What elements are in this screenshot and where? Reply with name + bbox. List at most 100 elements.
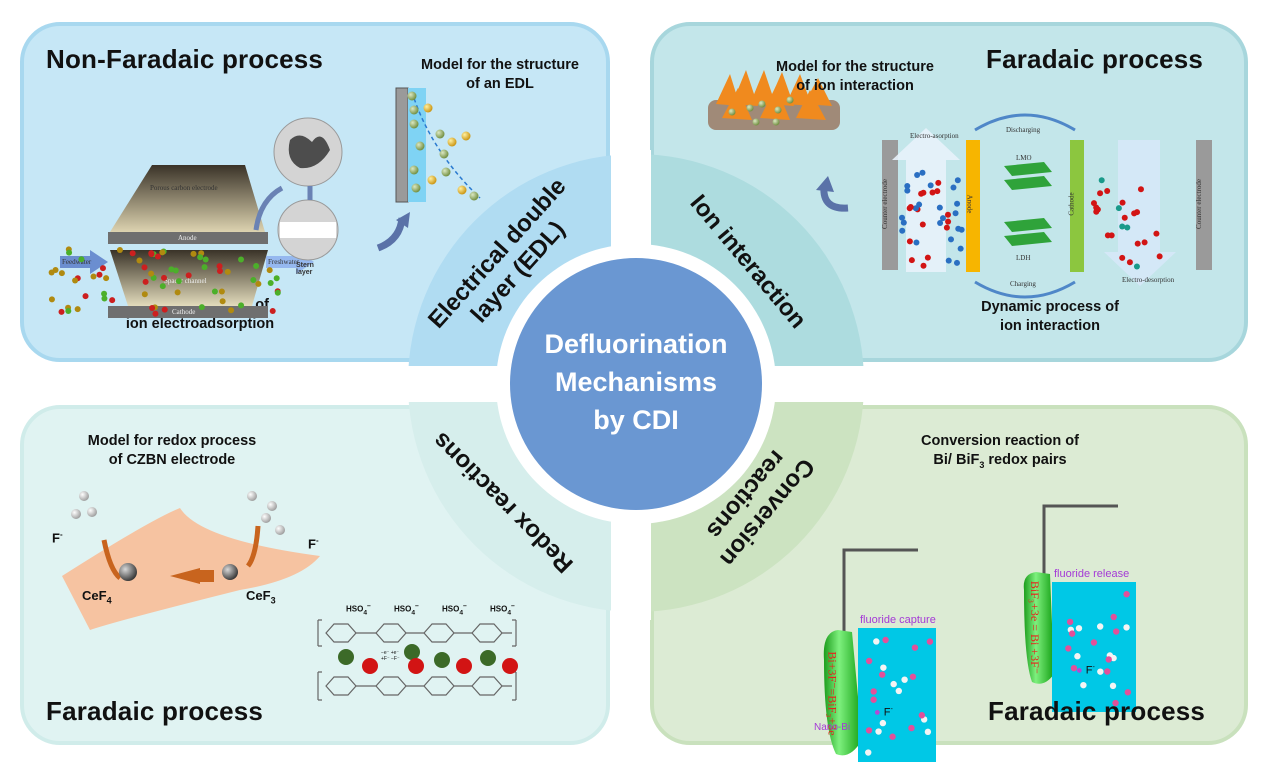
cell-ion: [1126, 259, 1133, 266]
label-hso4-1: HSO4−: [346, 603, 371, 617]
solution-ion: [1112, 699, 1119, 707]
solution-ion: [1112, 628, 1120, 635]
label-charging: Charging: [1010, 280, 1036, 288]
cell-ion: [899, 227, 906, 234]
electrolyte-ion: [161, 306, 168, 313]
electrolyte-ion: [82, 293, 89, 300]
edl-cation: [461, 131, 471, 141]
solution-ion: [924, 728, 932, 736]
cell-ion: [929, 189, 936, 196]
cell-ion: [947, 236, 954, 243]
center-circle: [510, 258, 762, 510]
electrolyte-ion: [159, 283, 166, 290]
label-stern-layer: Stern layer: [296, 262, 314, 276]
electrolyte-ion: [48, 269, 55, 276]
electrolyte-ion: [255, 280, 262, 287]
cell-ion: [1119, 223, 1126, 230]
anode-ldh: [966, 140, 980, 272]
cell-ion: [943, 224, 950, 231]
solution-ion: [1096, 623, 1104, 630]
center-title-line-3: by CDI: [593, 405, 679, 435]
cell-ion: [939, 215, 946, 222]
electrolyte-ion: [197, 254, 204, 261]
edl-cation: [423, 103, 433, 113]
cell-ion: [1141, 239, 1148, 246]
caption-ion-dynamic-line-2: ion interaction: [1000, 318, 1100, 334]
electrolyte-ion: [90, 273, 97, 280]
cl-ion-2: [404, 644, 420, 660]
electrolyte-ion: [142, 278, 149, 285]
edl-anion: [435, 129, 445, 139]
solution-ion: [1074, 653, 1081, 660]
cl-ion-4: [480, 650, 496, 666]
solution-ion: [901, 676, 908, 683]
f-ion-sphere: [275, 525, 285, 535]
electrolyte-ion: [159, 249, 166, 256]
solution-ion: [1066, 618, 1074, 626]
cell-ion: [1133, 263, 1140, 270]
electro-asorption-arrow: [892, 128, 960, 272]
f-ion-sphere: [247, 491, 257, 501]
caption-redox-model: Model for redox process of CZBN electrod…: [62, 432, 282, 470]
label-anode: Anode: [178, 234, 197, 242]
caption-redox-model-line-2: of CZBN electrode: [108, 452, 236, 468]
cathode-lmo: [1070, 140, 1084, 272]
cell-ion: [1156, 253, 1163, 260]
electrolyte-ion: [201, 264, 208, 271]
electrolyte-ion: [224, 268, 231, 275]
cell-ion: [950, 184, 957, 191]
solution-ion: [1110, 613, 1117, 621]
cell-ion: [919, 221, 926, 228]
caption-conversion-line-2: Bi/ BiF3 redox pairs: [933, 452, 1067, 470]
solution-ion: [889, 733, 896, 740]
zoom-arrow-1: [253, 185, 284, 231]
cell-ion: [954, 200, 961, 207]
cell-ion: [924, 254, 931, 261]
discharging-arrow: [974, 113, 1076, 132]
cell-ion: [914, 171, 921, 178]
electrolyte-ion: [101, 295, 108, 302]
electrolyte-ion: [202, 256, 209, 263]
electrolyte-ion: [148, 270, 155, 277]
f-ion-sphere: [261, 513, 271, 523]
cell-ion: [920, 262, 927, 269]
cell-ion: [899, 214, 906, 221]
electrolyte-ion: [168, 266, 175, 273]
caption-conversion-model: Conversion reaction of Bi/ BiF3 redox pa…: [890, 432, 1110, 475]
electrolyte-ion: [141, 264, 148, 271]
conversion-arrow: [170, 568, 200, 584]
caption-ion-model-line-2: of ion interaction: [796, 78, 914, 94]
label-electro-asorption: Electro-asorption: [910, 132, 959, 140]
cell-ion: [1134, 240, 1141, 247]
solution-ion: [911, 644, 919, 651]
cell-ion: [1104, 232, 1111, 239]
electrolyte-ion: [198, 304, 205, 311]
anode-bar: [108, 232, 268, 244]
capture-wire: [842, 548, 918, 658]
caption-conversion-line-1: Conversion reaction of: [921, 433, 1079, 449]
cell-ion: [934, 188, 941, 195]
solution-ion: [1124, 689, 1132, 696]
solution-ion: [865, 749, 872, 756]
charging-arrow: [974, 280, 1076, 299]
edl-cation: [457, 185, 467, 195]
cell-ion: [1097, 190, 1104, 197]
edl-anion: [409, 119, 419, 129]
electrolyte-ion: [175, 278, 182, 285]
label-hso4-4: HSO4−: [490, 603, 515, 617]
solution-ion: [873, 638, 880, 645]
solution-ion: [1105, 656, 1112, 663]
cell-ion: [913, 239, 920, 246]
cell-ion: [1121, 214, 1128, 221]
cell-ion: [945, 218, 952, 225]
electrolyte-ion: [238, 256, 245, 263]
caption-redox-model-line-1: Model for redox process: [87, 433, 257, 449]
label-electro-desorption: Electro-desorption: [1122, 276, 1175, 284]
solution-ion: [1109, 682, 1117, 690]
ldh-flakes: [716, 70, 832, 120]
cell-ion: [1137, 186, 1144, 193]
